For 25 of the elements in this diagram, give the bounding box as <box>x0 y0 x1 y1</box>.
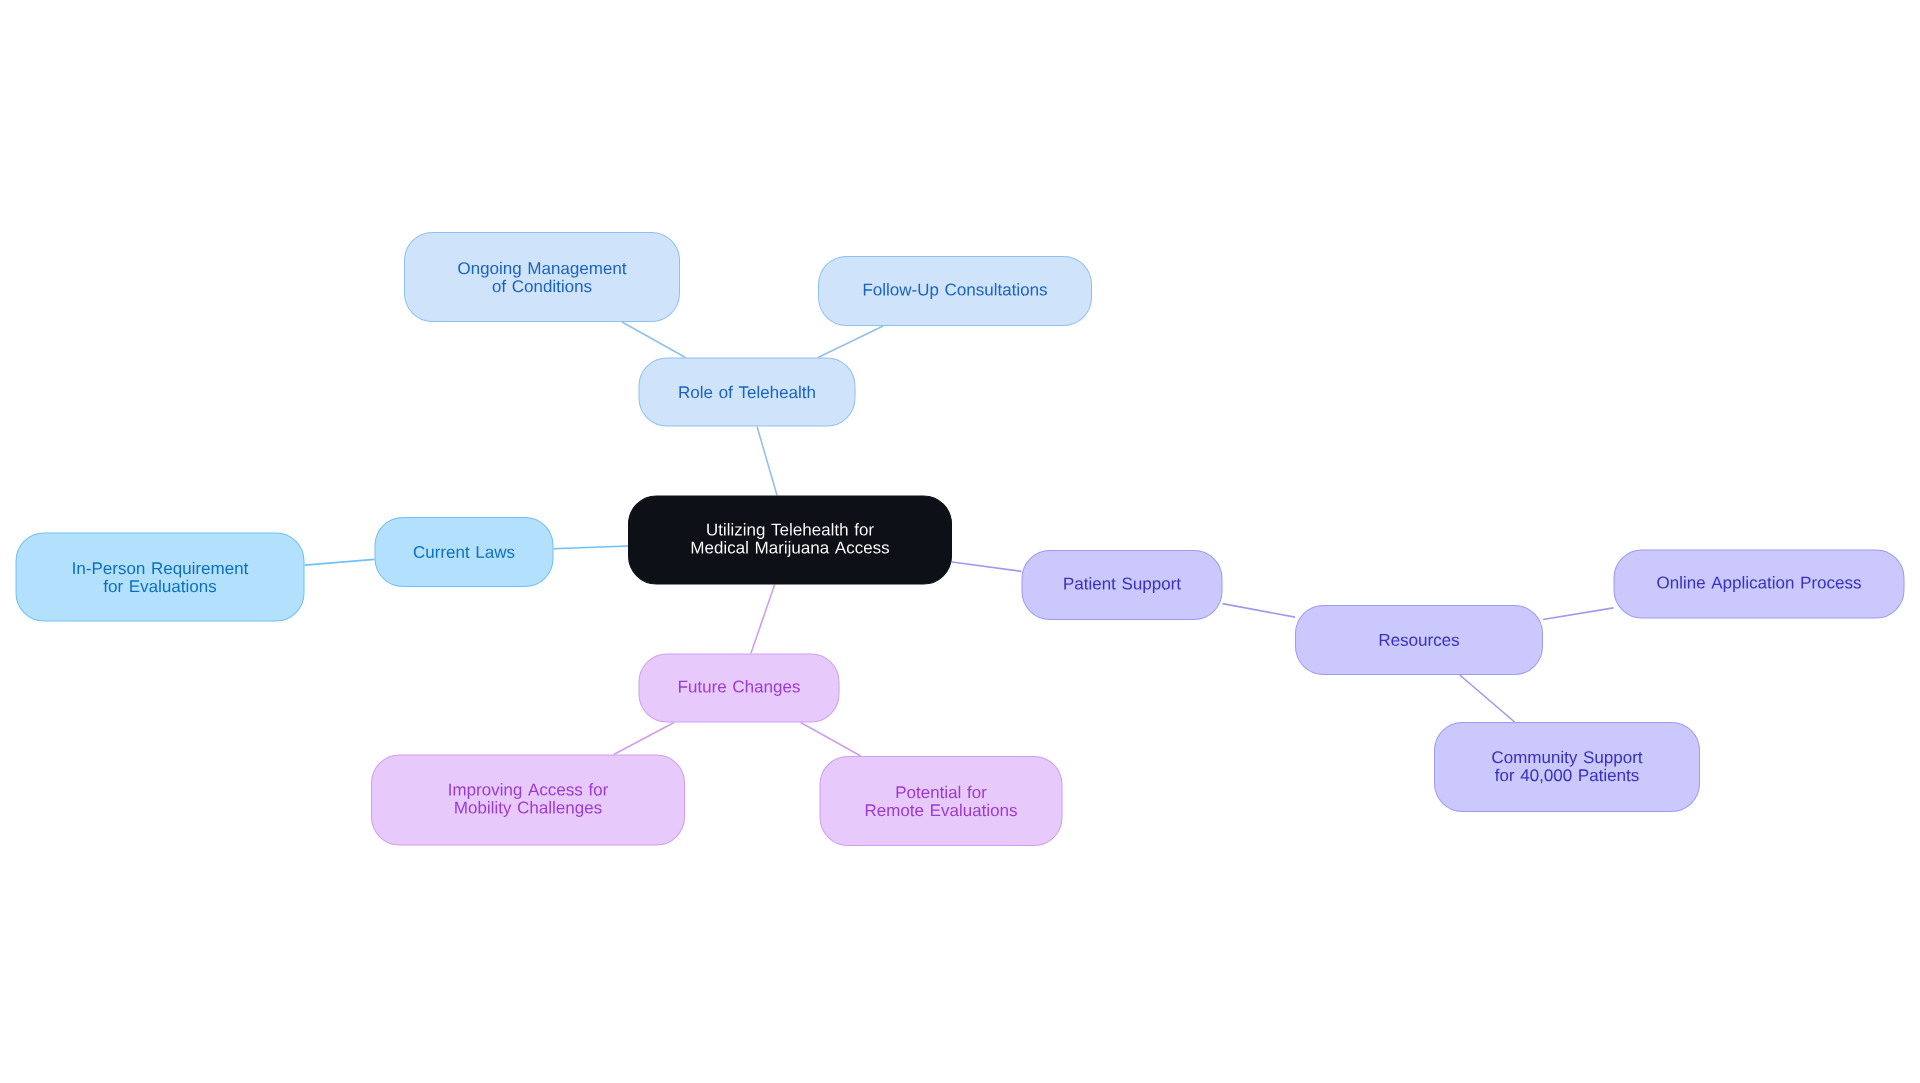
topic-box: Resources <box>1295 605 1543 675</box>
topic-box: Potential for Remote Evaluations <box>819 756 1063 846</box>
topic-box: Ongoing Management of Conditions <box>404 232 680 322</box>
connector-line <box>1221 602 1296 618</box>
topic-box: Follow-Up Consultations <box>818 256 1092 326</box>
connector-line <box>1459 674 1516 723</box>
topic-box: Community Support for 40,000 Patients <box>1434 722 1700 812</box>
connector-line <box>756 425 778 497</box>
topic-box: Online Application Process <box>1613 549 1905 619</box>
topic-box: In-Person Requirement for Evaluations <box>15 532 305 622</box>
connector-line <box>552 545 629 550</box>
connector-line <box>799 721 862 757</box>
connector-line <box>817 325 884 359</box>
topic-box: Current Laws <box>374 517 554 587</box>
connector-line <box>621 321 687 359</box>
connector-line <box>1542 607 1615 621</box>
connector-line <box>612 721 675 756</box>
connector-line <box>750 583 776 655</box>
connector-line <box>951 561 1023 573</box>
topic-box: Role of Telehealth <box>638 357 856 427</box>
central-topic-box: Utilizing Telehealth for Medical Marijuana Access <box>628 495 952 585</box>
topic-box: Patient Support <box>1021 550 1223 620</box>
connector-line <box>303 558 376 566</box>
topic-box: Improving Access for Mobility Challenges <box>371 754 685 846</box>
topic-box: Future Changes <box>638 653 840 723</box>
